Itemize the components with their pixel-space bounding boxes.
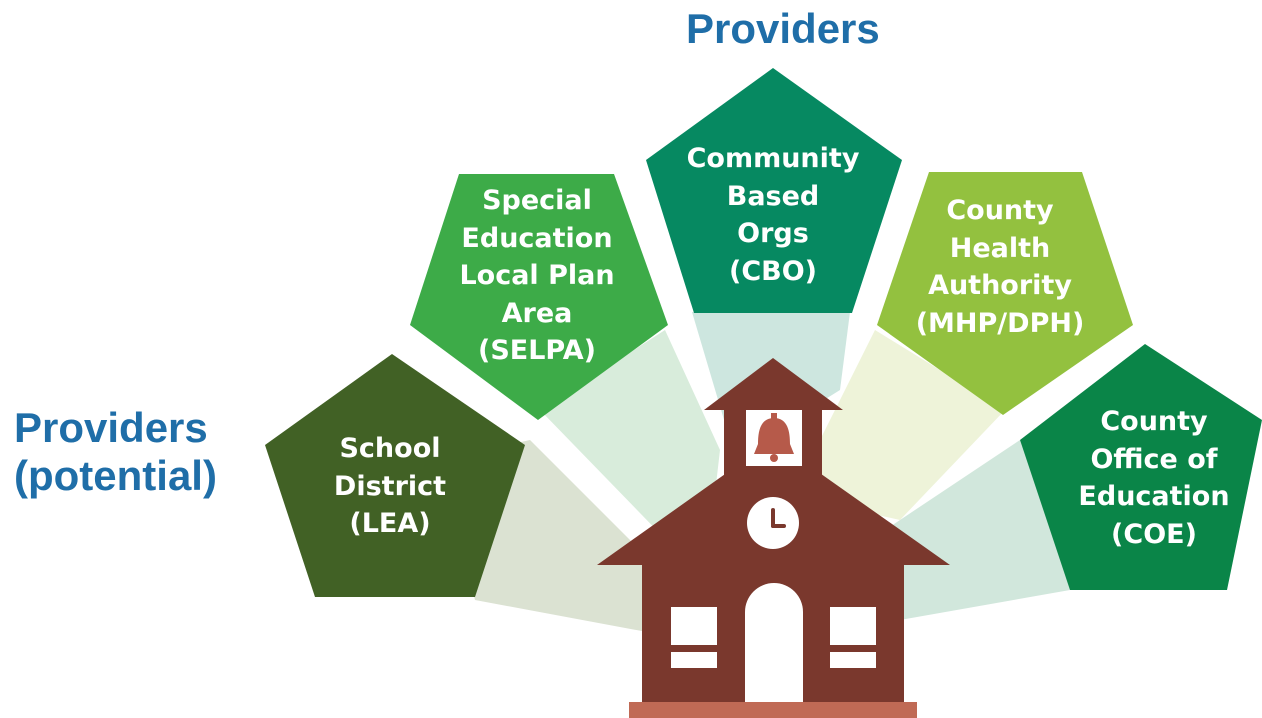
label-selpa: Special Education Local Plan Area (SELPA… xyxy=(437,182,637,370)
pentagon-cbo xyxy=(646,68,902,313)
pentagon-school-district xyxy=(265,354,525,597)
schoolhouse-door xyxy=(745,583,803,702)
label-line: (MHP/DPH) xyxy=(915,307,1085,339)
label-line: Community xyxy=(686,143,860,174)
schoolhouse-base xyxy=(629,702,917,718)
label-school-district: School District (LEA) xyxy=(300,430,480,543)
providers-potential-line2: (potential) xyxy=(14,452,217,499)
label-line: (SELPA) xyxy=(478,335,596,366)
label-line: Education xyxy=(461,222,613,254)
providers-potential-heading: Providers (potential) xyxy=(14,404,217,500)
label-line: Education xyxy=(1078,481,1230,512)
label-line: Office of xyxy=(1090,443,1218,475)
right-window xyxy=(830,607,876,668)
bell-icon xyxy=(754,413,794,462)
label-line: Orgs xyxy=(737,218,809,249)
beam-coe xyxy=(870,440,1070,620)
label-line: Special xyxy=(482,185,592,216)
beam-county-health xyxy=(810,330,1005,520)
label-line: Authority xyxy=(928,270,1072,301)
pentagon-coe xyxy=(1020,344,1262,590)
label-line: Health xyxy=(949,232,1051,264)
label-line: Area xyxy=(501,297,573,329)
providers-heading: Providers xyxy=(686,5,880,52)
label-coe: County Office of Education (COE) xyxy=(1064,403,1244,553)
clock-icon xyxy=(747,497,799,549)
schoolhouse-tower-roof xyxy=(704,358,843,410)
providers-potential-line1: Providers xyxy=(14,404,208,451)
label-line: District xyxy=(333,470,447,502)
label-line: County xyxy=(1100,406,1208,437)
label-line: (CBO) xyxy=(728,255,818,287)
label-line: (LEA) xyxy=(349,508,431,539)
left-window xyxy=(671,607,717,668)
label-county-health: County Health Authority (MHP/DPH) xyxy=(900,192,1100,342)
label-line: Based xyxy=(726,180,820,212)
pentagons xyxy=(265,68,1262,597)
schoolhouse-icon xyxy=(597,358,950,718)
pentagon-selpa xyxy=(410,174,668,420)
label-line: Local Plan xyxy=(459,260,615,291)
pentagon-county-health xyxy=(877,172,1133,415)
label-line: (COE) xyxy=(1111,518,1197,550)
label-line: School xyxy=(339,433,441,464)
label-line: County xyxy=(946,195,1054,226)
label-cbo: Community Based Orgs (CBO) xyxy=(668,140,878,290)
